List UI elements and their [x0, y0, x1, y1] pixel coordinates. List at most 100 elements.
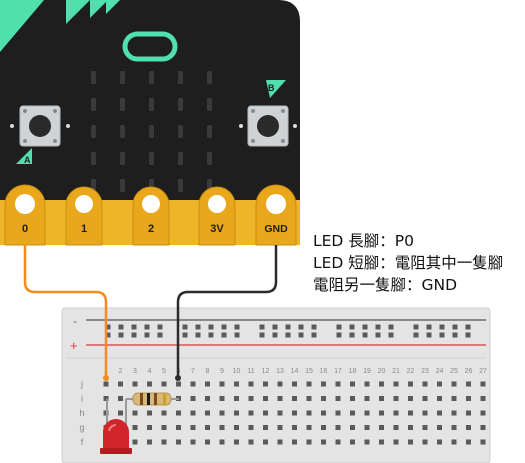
terminal-hole[interactable]	[248, 425, 254, 430]
terminal-hole[interactable]	[234, 439, 239, 445]
terminal-hole[interactable]	[234, 410, 239, 416]
terminal-hole[interactable]	[480, 439, 486, 445]
terminal-hole[interactable]	[263, 381, 268, 387]
terminal-hole[interactable]	[321, 439, 326, 445]
led[interactable]	[100, 399, 132, 454]
resistor[interactable]	[126, 392, 179, 406]
terminal-hole[interactable]	[219, 439, 225, 445]
pin-p1[interactable]: 1	[65, 186, 103, 246]
rail-hole[interactable]	[362, 332, 368, 338]
terminal-hole[interactable]	[205, 439, 210, 445]
terminal-hole[interactable]	[176, 410, 181, 416]
terminal-hole[interactable]	[306, 439, 312, 445]
terminal-hole[interactable]	[132, 410, 138, 416]
terminal-hole[interactable]	[132, 439, 138, 445]
rail-hole[interactable]	[311, 332, 317, 338]
rail-hole[interactable]	[118, 324, 124, 330]
terminal-hole[interactable]	[422, 396, 428, 401]
terminal-hole[interactable]	[408, 381, 413, 387]
terminal-hole[interactable]	[234, 381, 239, 387]
terminal-hole[interactable]	[437, 439, 442, 445]
terminal-hole[interactable]	[190, 381, 196, 387]
terminal-hole[interactable]	[292, 381, 297, 387]
terminal-hole[interactable]	[408, 439, 413, 445]
terminal-hole[interactable]	[234, 425, 239, 430]
rail-hole[interactable]	[336, 332, 342, 338]
rail-hole[interactable]	[311, 324, 317, 330]
terminal-hole[interactable]	[321, 396, 326, 401]
rail-hole[interactable]	[182, 332, 188, 338]
button-a[interactable]	[19, 105, 61, 147]
pin-p2[interactable]: 2	[132, 186, 170, 246]
terminal-hole[interactable]	[190, 396, 196, 401]
terminal-hole[interactable]	[176, 439, 181, 445]
rail-hole[interactable]	[195, 332, 201, 338]
rail-hole[interactable]	[362, 324, 368, 330]
terminal-hole[interactable]	[480, 381, 486, 387]
terminal-hole[interactable]	[306, 410, 312, 416]
terminal-hole[interactable]	[234, 396, 239, 401]
rail-hole[interactable]	[413, 324, 419, 330]
terminal-hole[interactable]	[335, 396, 341, 401]
rail-hole[interactable]	[465, 332, 471, 338]
terminal-hole[interactable]	[176, 425, 181, 430]
terminal-hole[interactable]	[292, 439, 297, 445]
terminal-hole[interactable]	[321, 410, 326, 416]
terminal-hole[interactable]	[263, 439, 268, 445]
terminal-hole[interactable]	[161, 410, 167, 416]
terminal-hole[interactable]	[451, 381, 457, 387]
terminal-hole[interactable]	[350, 381, 355, 387]
rail-hole[interactable]	[195, 324, 201, 330]
rail-hole[interactable]	[221, 324, 227, 330]
rail-hole[interactable]	[131, 324, 137, 330]
terminal-hole[interactable]	[393, 410, 399, 416]
terminal-hole[interactable]	[408, 425, 413, 430]
rail-hole[interactable]	[388, 324, 394, 330]
rail-hole[interactable]	[144, 332, 150, 338]
terminal-hole[interactable]	[335, 425, 341, 430]
terminal-hole[interactable]	[118, 396, 123, 401]
rail-hole[interactable]	[234, 324, 240, 330]
terminal-hole[interactable]	[263, 396, 268, 401]
rail-hole[interactable]	[259, 324, 265, 330]
rail-hole[interactable]	[208, 324, 214, 330]
terminal-hole[interactable]	[248, 439, 254, 445]
rail-hole[interactable]	[157, 324, 163, 330]
rail-hole[interactable]	[131, 332, 137, 338]
rail-hole[interactable]	[452, 332, 458, 338]
rail-hole[interactable]	[439, 332, 445, 338]
terminal-hole[interactable]	[161, 439, 167, 445]
terminal-hole[interactable]	[393, 396, 399, 401]
terminal-hole[interactable]	[161, 381, 167, 387]
terminal-hole[interactable]	[176, 381, 181, 387]
rail-hole[interactable]	[105, 332, 111, 338]
rail-hole[interactable]	[465, 324, 471, 330]
terminal-hole[interactable]	[350, 425, 355, 430]
rail-hole[interactable]	[413, 332, 419, 338]
terminal-hole[interactable]	[277, 425, 283, 430]
rail-hole[interactable]	[285, 324, 291, 330]
rail-hole[interactable]	[439, 324, 445, 330]
terminal-hole[interactable]	[321, 425, 326, 430]
terminal-hole[interactable]	[132, 381, 138, 387]
rail-hole[interactable]	[272, 332, 278, 338]
terminal-hole[interactable]	[393, 439, 399, 445]
rail-hole[interactable]	[426, 324, 432, 330]
terminal-hole[interactable]	[190, 425, 196, 430]
rail-hole[interactable]	[157, 332, 163, 338]
terminal-hole[interactable]	[466, 439, 471, 445]
terminal-hole[interactable]	[437, 410, 442, 416]
terminal-hole[interactable]	[205, 381, 210, 387]
pin-gnd[interactable]: GND	[255, 184, 297, 246]
terminal-hole[interactable]	[364, 439, 370, 445]
terminal-hole[interactable]	[466, 381, 471, 387]
terminal-hole[interactable]	[451, 410, 457, 416]
terminal-hole[interactable]	[379, 439, 384, 445]
rail-hole[interactable]	[144, 324, 150, 330]
terminal-hole[interactable]	[248, 381, 254, 387]
rail-hole[interactable]	[182, 324, 188, 330]
terminal-hole[interactable]	[364, 381, 370, 387]
terminal-hole[interactable]	[422, 425, 428, 430]
terminal-hole[interactable]	[103, 396, 109, 401]
terminal-hole[interactable]	[147, 425, 152, 430]
